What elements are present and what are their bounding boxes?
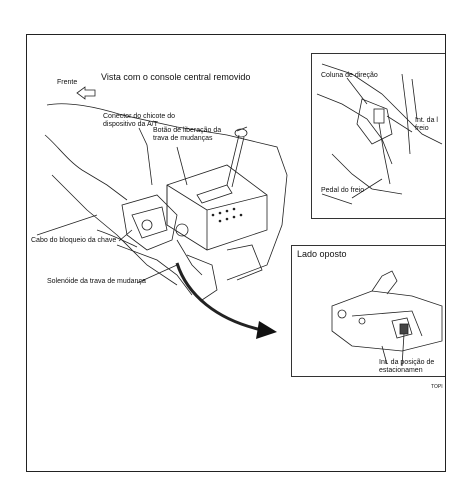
callout-harness-connector: Conector do chicote do dispositivo da A/…	[103, 113, 175, 128]
inset-opposite-title: Lado oposto	[297, 249, 347, 259]
main-view-title: Vista com o console central removido	[101, 72, 251, 82]
front-direction-label: Frente	[57, 79, 78, 86]
callout-shift-lock-solenoid: Solenóide da trava de mudança	[47, 278, 146, 285]
callout-shift-lock-release: Botão de liberação da trava de mudanças	[153, 127, 222, 142]
main-diagram	[36, 86, 288, 339]
callout-key-lock-cable: Cabo do bloqueio da chave	[31, 237, 117, 244]
inset-steering-column-label: Coluna de direção	[321, 72, 378, 79]
inset-brake-area	[311, 53, 445, 219]
inset-brake-switch-label: Int. da l freio	[415, 117, 438, 132]
inset-opposite-side	[291, 245, 445, 377]
inset-brake-pedal-label: Pedal do freio	[321, 187, 365, 194]
footer-code: TOPI	[431, 384, 443, 390]
pointer-arrowhead-icon	[256, 321, 277, 339]
inset-park-switch-label: Int. da posição de estacionamen	[379, 359, 435, 374]
page-frame: Frente Vista com o console central remov…	[26, 34, 446, 472]
inset-opposite-diagram	[331, 270, 443, 367]
front-arrow-icon	[76, 86, 96, 100]
inset-brake-diagram	[316, 63, 443, 205]
